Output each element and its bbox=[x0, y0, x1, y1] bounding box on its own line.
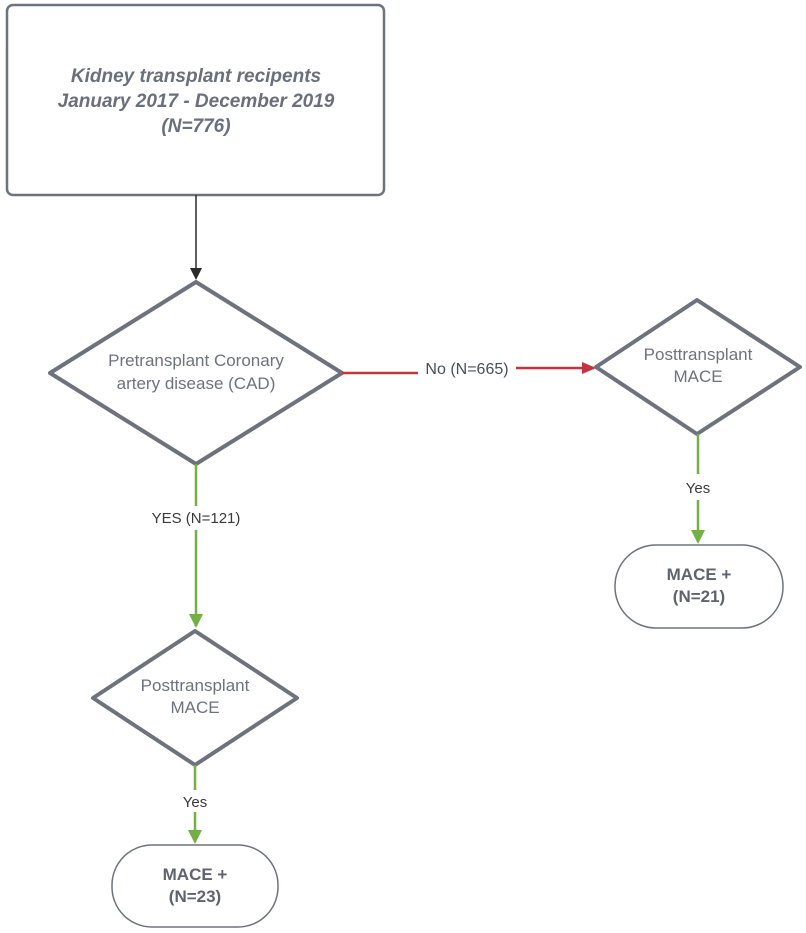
terminal-left-line2: (N=23) bbox=[169, 887, 221, 906]
edge-no-label: No (N=665) bbox=[425, 361, 508, 378]
edge-yes-left-label: Yes bbox=[183, 794, 207, 811]
terminal-right-box bbox=[614, 544, 784, 629]
terminal-right-line2: (N=21) bbox=[673, 587, 725, 606]
decision-mace-left-line2: MACE bbox=[170, 698, 219, 717]
terminal-left-line1: MACE + bbox=[163, 865, 228, 884]
decision-cad-diamond bbox=[48, 280, 344, 466]
start-title-line2: January 2017 - December 2019 bbox=[58, 91, 335, 112]
decision-mace-right-line1: Posttransplant bbox=[644, 345, 753, 364]
terminal-left-box bbox=[111, 844, 279, 928]
decision-mace-right-line2: MACE bbox=[673, 367, 722, 386]
edge-yes-label: YES (N=121) bbox=[152, 510, 241, 527]
start-title-line3: (N=776) bbox=[161, 116, 230, 137]
decision-mace-left-line1: Posttransplant bbox=[141, 676, 250, 695]
decision-cad-line2: artery disease (CAD) bbox=[117, 374, 276, 393]
terminal-right-line1: MACE + bbox=[667, 565, 732, 584]
start-title-line1: Kidney transplant recipents bbox=[71, 66, 321, 87]
edge-yes-right-label: Yes bbox=[686, 480, 710, 497]
decision-cad-line1: Pretransplant Coronary bbox=[108, 351, 284, 370]
